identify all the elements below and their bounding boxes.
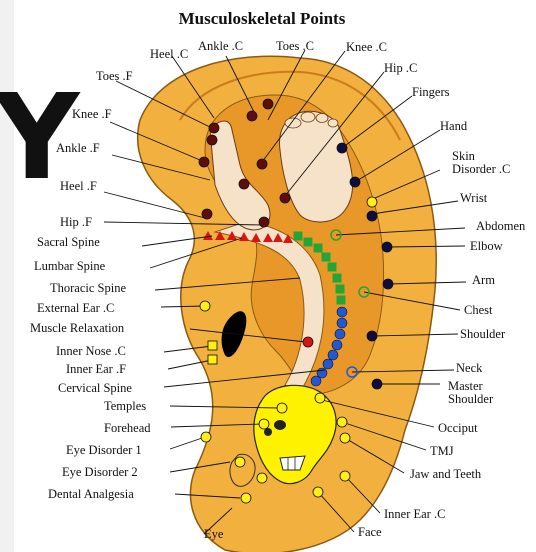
point-jaw-teeth	[340, 433, 350, 443]
label-shoulder: Shoulder	[460, 327, 506, 341]
thoracic-marker	[314, 244, 323, 253]
point-external-ear	[200, 301, 210, 311]
label-temples: Temples	[104, 399, 146, 413]
label-arm: Arm	[472, 273, 495, 287]
point-dental-analgesia	[257, 473, 267, 483]
label-forehead: Forehead	[104, 421, 151, 435]
label-neck: Neck	[456, 361, 483, 375]
label-toes-c: Toes .C	[276, 39, 314, 53]
point-eye-disorder-1	[201, 432, 211, 442]
label-elbow: Elbow	[470, 239, 503, 253]
point-master-shoulder	[372, 379, 382, 389]
point-shoulder	[367, 331, 377, 341]
label-cervical-spine: Cervical Spine	[58, 381, 132, 395]
point-muscle-relaxation	[303, 337, 313, 347]
label-toes-f: Toes .F	[96, 69, 133, 83]
label-dental-analgesia: Dental Analgesia	[48, 487, 134, 501]
label-occiput: Occiput	[438, 421, 478, 435]
point-eye	[241, 493, 251, 503]
label-abdomen: Abdomen	[476, 219, 526, 233]
point-inner-ear-c	[340, 471, 350, 481]
label-chest: Chest	[464, 303, 493, 317]
cervical-marker	[328, 350, 338, 360]
cervical-marker	[335, 329, 345, 339]
point-temples	[277, 403, 287, 413]
label-inner-ear-c: Inner Ear .C	[384, 507, 445, 521]
label-eye-disorder-2: Eye Disorder 2	[62, 465, 138, 479]
point-toes-c	[263, 99, 273, 109]
label-wrist: Wrist	[460, 191, 488, 205]
point-arm	[383, 279, 393, 289]
cervical-marker	[323, 359, 333, 369]
point-elbow	[382, 242, 392, 252]
point-knee-c	[257, 159, 267, 169]
point-wrist	[367, 211, 377, 221]
label-tmj: TMJ	[430, 444, 454, 458]
point-eye-disorder-2	[235, 457, 245, 467]
point-inner-ear-f	[208, 355, 217, 364]
point-knee-f	[199, 157, 209, 167]
label-heel-f: Heel .F	[60, 179, 97, 193]
point-toes-f	[207, 135, 217, 145]
thoracic-marker	[337, 296, 346, 305]
cervical-marker	[332, 340, 342, 350]
label-sacral-spine: Sacral Spine	[37, 235, 100, 249]
label-external-ear-c: External Ear .C	[37, 301, 114, 315]
label-eye: Eye	[204, 527, 224, 541]
label-eye-disorder-1: Eye Disorder 1	[66, 443, 142, 457]
label-heel-c: Heel .C	[150, 47, 188, 61]
label-thoracic-spine: Thoracic Spine	[50, 281, 126, 295]
point-ankle-c	[247, 111, 257, 121]
label-knee-f: Knee .F	[72, 107, 112, 121]
cervical-marker	[337, 307, 347, 317]
point-fingers	[337, 143, 347, 153]
thoracic-marker	[294, 232, 303, 241]
label-muscle-relaxation: Muscle Relaxation	[30, 321, 125, 335]
point-occiput	[315, 393, 325, 403]
point-inner-nose	[208, 341, 217, 350]
thoracic-marker	[336, 285, 345, 294]
point-hand	[350, 177, 360, 187]
label-face: Face	[358, 525, 382, 539]
label-inner-ear-f: Inner Ear .F	[66, 362, 126, 376]
label-inner-nose-c: Inner Nose .C	[56, 344, 126, 358]
point-heel-c	[209, 123, 219, 133]
point-ankle-f	[239, 179, 249, 189]
label-knee-c: Knee .C	[346, 40, 387, 54]
point-hip-c	[280, 193, 290, 203]
label-hip-f: Hip .F	[60, 215, 92, 229]
thoracic-marker	[328, 263, 337, 272]
thoracic-marker	[304, 238, 313, 247]
label-fingers: Fingers	[412, 85, 450, 99]
label-jaw-and-teeth: Jaw and Teeth	[410, 467, 482, 481]
cervical-marker	[337, 318, 347, 328]
cervical-marker	[311, 376, 321, 386]
label-hip-c: Hip .C	[384, 61, 417, 75]
label-hand: Hand	[440, 119, 468, 133]
thoracic-marker	[333, 274, 342, 283]
point-forehead	[259, 419, 269, 429]
thoracic-marker	[322, 253, 331, 262]
label-ankle-f: Ankle .F	[56, 141, 100, 155]
point-heel-f	[202, 209, 212, 219]
point-hip-f	[259, 217, 269, 227]
point-tmj	[337, 417, 347, 427]
point-skin-disorder	[367, 197, 377, 207]
label-lumbar-spine: Lumbar Spine	[34, 259, 106, 273]
point-face	[313, 487, 323, 497]
diagram-title: Musculoskeletal Points	[179, 9, 346, 28]
label-ankle-c: Ankle .C	[198, 39, 243, 53]
